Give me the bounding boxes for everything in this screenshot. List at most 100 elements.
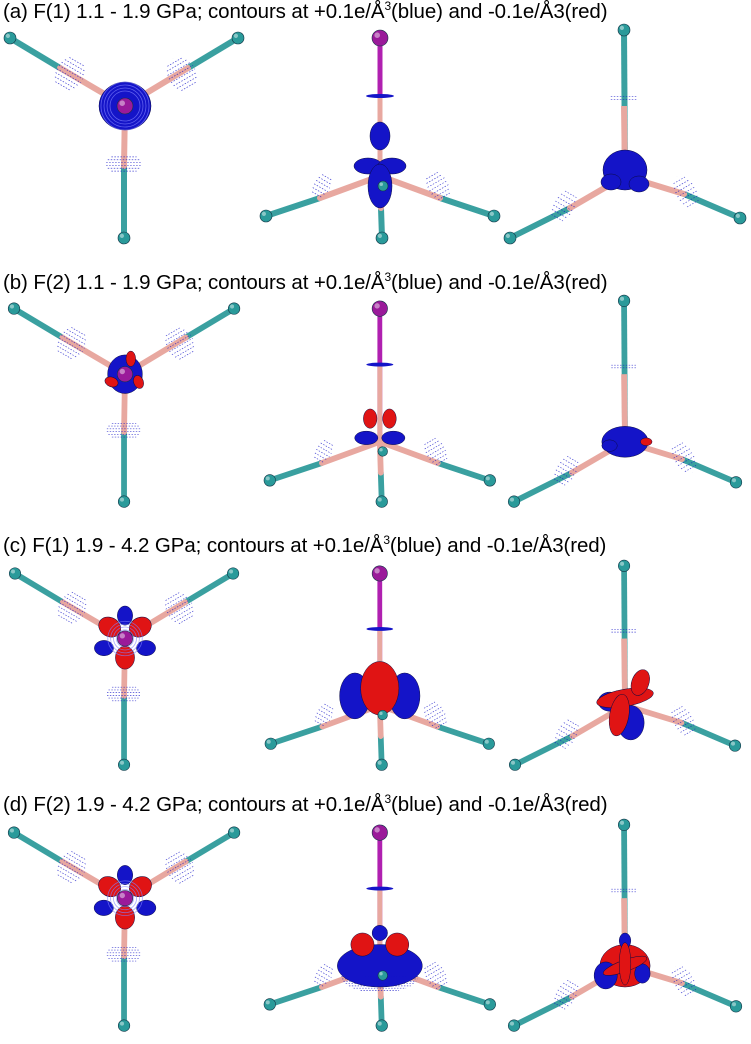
contour-line [424,964,440,974]
contour-line [426,171,438,180]
contour-line [675,182,693,194]
positive-lobe [628,175,650,193]
terminal-atom [118,758,131,771]
contour-hatch [553,455,579,486]
contour-line [553,1002,566,1010]
contour-line [165,591,181,601]
contour-ring [115,889,135,908]
contour-hatch [314,703,334,727]
pressure-range: 1.1 - 1.9 GPa [76,0,197,23]
terminal-atom [483,998,496,1011]
positive-lobe [117,605,133,626]
positive-lobe [337,944,423,988]
contour-line [167,61,191,76]
bond-outer [679,456,739,486]
contour-line [166,59,188,72]
contour-ring [110,883,140,914]
contour-line [686,200,699,208]
contour-hatch [57,327,87,360]
contour-line [673,176,686,184]
atom-highlight [119,497,125,502]
contour-line [554,741,566,749]
contour-line [429,973,447,984]
negative-lobe [115,645,135,670]
contour-superscript: 3 [383,533,390,547]
contour-text: ; contours at +0.1e/Å [195,534,384,557]
terminal-atom [264,737,277,750]
contour-line [677,456,695,466]
contour-line [560,462,577,472]
contour-line [321,174,333,181]
apex-atom [371,29,389,47]
view-top [7,302,241,508]
negative-lobe [350,932,375,957]
terminal-atom [263,998,276,1011]
terminal-atom [117,495,131,508]
contour-ring [103,84,147,128]
bond-outer [512,733,576,768]
contour-line [58,615,74,625]
contour-hatch [611,629,637,633]
contour-superscript: 3 [384,270,392,284]
contour-line [165,327,181,337]
terminal-atom [483,474,496,487]
atom-highlight [619,296,625,301]
contour-line [323,964,334,971]
view-top [8,567,240,771]
contour-superscript: 3 [384,0,392,13]
contour-hatch [164,591,195,625]
apex-atom [371,300,388,317]
negative-lobe [618,942,632,986]
contour-line [557,989,575,1000]
contour-line [66,329,87,341]
contour-text-tail: (blue) and -0.1e/Å3(red) [389,534,607,557]
contour-line [315,716,328,724]
terminal-atom [617,818,631,831]
contour-line [551,214,564,222]
bond-outer [679,980,739,1010]
contour-line [566,455,579,463]
contour-text-tail: (blue) and -0.1e/Å3(red) [391,0,608,23]
contour-line [314,976,328,985]
terminal-atom [7,302,21,315]
contour-line [165,331,189,345]
terminal-atom [3,31,17,45]
center-atom [377,970,388,981]
contour-line [314,980,324,987]
contour-line [179,874,195,884]
contour-line [323,440,334,447]
bond-outer [511,469,575,505]
panel-d: (d) F(2) 1.9 - 4.2 GPa; contours at +0.1… [0,783,751,1044]
apex-contour [366,362,394,367]
contour-text: ; contours at +0.1e/Å [196,793,385,816]
negative-lobe [125,350,136,367]
contour-line [675,976,693,987]
contour-line [315,180,331,189]
contour-line [314,452,328,461]
terminal-atom [117,1019,131,1032]
atom-highlight [119,1021,125,1026]
contour-ring [107,880,143,916]
contour-hatch [106,946,142,962]
atom-highlight [229,569,234,574]
terminal-atom [729,476,743,489]
contour-line [684,989,697,996]
contour-ring [107,620,143,657]
contour-line [179,350,195,360]
contour-line [314,720,325,727]
atom-highlight [511,760,516,765]
negative-lobe [608,694,630,737]
atom-highlight [119,100,125,106]
contour-line [64,59,86,72]
bond-outer [507,205,573,241]
view-oblique [508,559,742,771]
atom-highlight [379,182,383,186]
contour-line [671,966,684,974]
view-top [3,31,245,245]
contour-line [567,719,579,727]
contour-line [178,615,194,625]
terminal-atom [617,23,631,37]
negative-lobe [363,408,378,429]
bond-outer [434,984,493,1008]
terminal-atom [375,231,389,245]
